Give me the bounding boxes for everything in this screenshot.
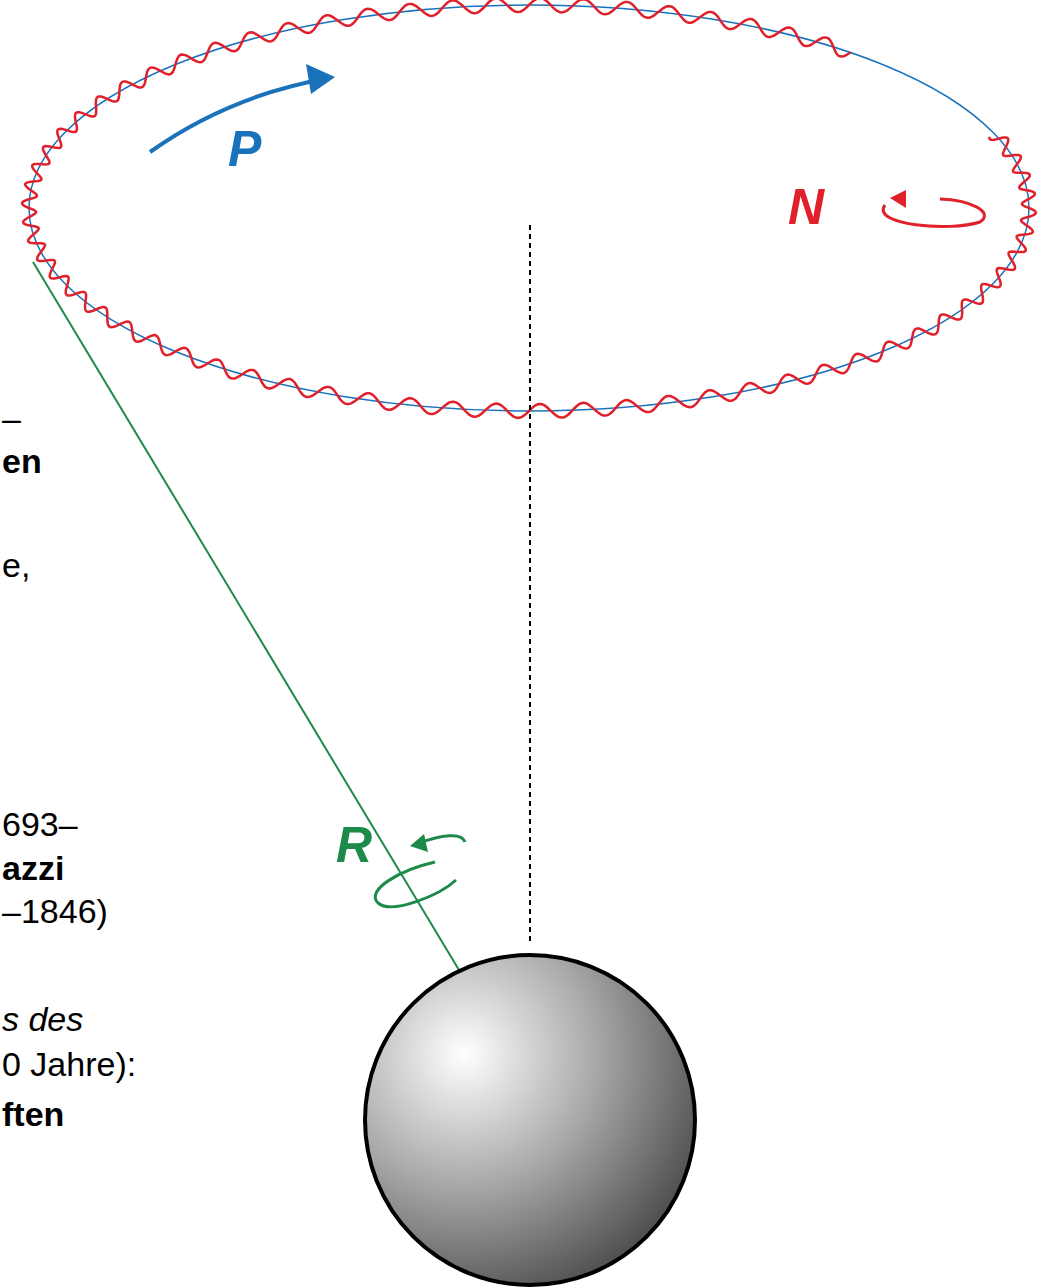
rotation-arrow: [375, 862, 456, 907]
text-fragment: en: [2, 443, 42, 480]
precession-label: P: [228, 122, 261, 177]
rotation-label: R: [336, 818, 372, 873]
text-fragment: e,: [2, 547, 30, 584]
text-fragment: –1846): [2, 893, 108, 930]
reference-axis: [529, 225, 531, 945]
rotation-axis: [33, 262, 462, 975]
precession-arrowhead: [306, 64, 335, 94]
rotation-arrowhead: [410, 834, 428, 852]
text-fragment: –: [2, 400, 21, 437]
nutation-arrowhead: [890, 190, 906, 208]
nutation-label: N: [788, 180, 824, 235]
rotation-arrow-upper: [420, 836, 465, 843]
globe: [365, 955, 695, 1285]
text-fragment: s des: [2, 1001, 83, 1038]
text-fragment: ften: [2, 1096, 64, 1133]
text-fragment: 0 Jahre):: [2, 1046, 136, 1083]
text-fragment: 693–: [2, 806, 78, 843]
text-fragment: azzi: [2, 850, 64, 887]
